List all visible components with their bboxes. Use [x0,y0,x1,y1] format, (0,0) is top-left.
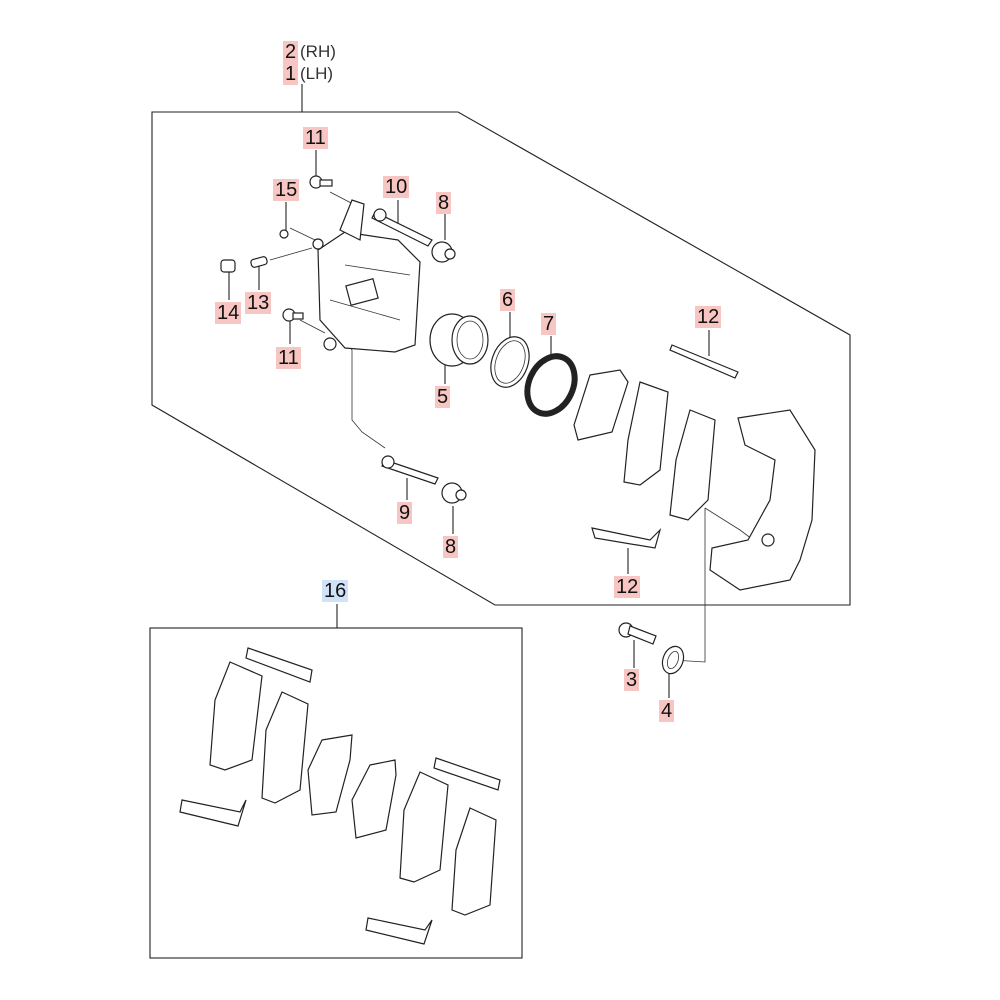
leader-lines [228,84,761,698]
clip-12-upper [669,344,739,379]
callout-16[interactable]: 16 [322,580,349,602]
callout-6[interactable]: 6 [500,289,516,311]
piston-5 [429,313,489,367]
callout-12-upper[interactable]: 12 [695,306,722,328]
callout-9[interactable]: 9 [397,502,413,524]
callout-13[interactable]: 13 [245,292,272,314]
bolt-3 [618,622,657,645]
boot-8-upper [431,241,456,263]
kit-contents [179,647,501,945]
callout-15[interactable]: 15 [273,179,300,201]
callout-1-suffix: (LH) [300,64,334,83]
boot-7 [524,353,578,417]
callout-11-upper[interactable]: 11 [303,127,328,149]
clip-12-lower [591,527,662,549]
assembly-frame [151,111,851,606]
seal-6 [490,336,530,388]
callout-10[interactable]: 10 [383,176,410,198]
callout-3[interactable]: 3 [624,669,640,691]
guide-pin-10 [371,208,433,247]
callout-1[interactable]: 1 [283,63,299,85]
pad-inner [623,381,669,486]
bleeder-13 [250,256,268,268]
kit-frame [149,627,523,959]
callout-4[interactable]: 4 [659,700,675,722]
bolt-11-lower [282,308,304,322]
caliper-bracket [709,409,816,591]
guide-pin-9 [381,455,439,485]
callout-5[interactable]: 5 [435,386,451,408]
callout-8-lower[interactable]: 8 [443,536,459,558]
callout-12-lower[interactable]: 12 [614,576,641,598]
shim-plate [573,369,629,441]
boot-8-lower [441,482,467,504]
pad-outer [669,409,716,521]
washer-4 [661,645,685,675]
callout-14[interactable]: 14 [215,302,242,324]
bleeder-cap-15 [279,229,289,239]
callout-7[interactable]: 7 [541,313,557,335]
caliper-body [312,199,421,353]
callout-11-lower[interactable]: 11 [276,347,301,369]
callout-2-suffix: (RH) [300,42,336,61]
cap-14 [220,259,236,273]
bolt-11-upper [309,175,333,189]
callout-2[interactable]: 2 [283,41,299,63]
callout-8-upper[interactable]: 8 [436,192,452,214]
